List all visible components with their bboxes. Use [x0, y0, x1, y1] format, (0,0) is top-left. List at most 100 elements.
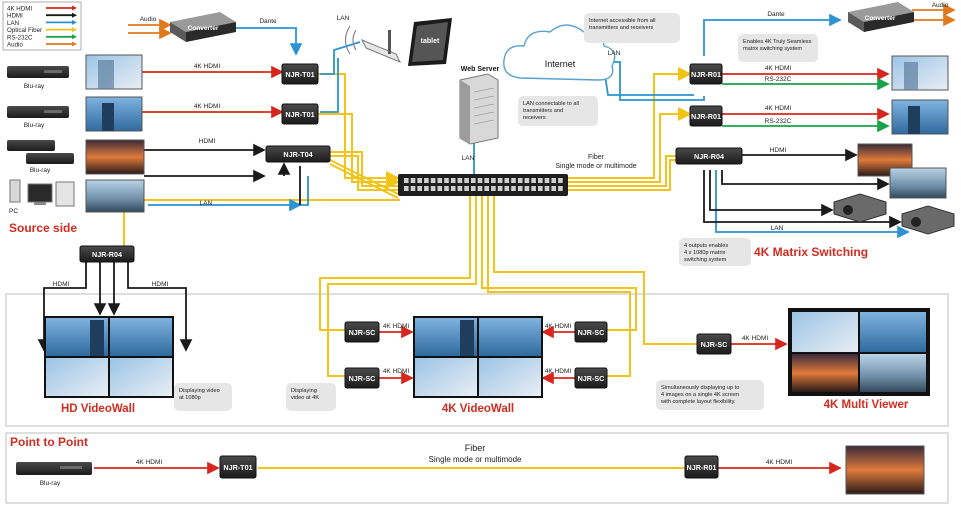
- njr-t01-b: NJR-T01: [281, 103, 319, 125]
- switch-port: [410, 178, 416, 183]
- switch-port: [524, 178, 530, 183]
- device-label: NJR-R01: [691, 112, 721, 121]
- bluray-label: Blu-ray: [40, 480, 61, 487]
- dante-label: Dante: [259, 18, 277, 25]
- converter-label: Converter: [188, 25, 219, 32]
- projector-1: [833, 193, 887, 223]
- legend-label: 4K HDMI: [7, 6, 32, 13]
- njr-r01-a: NJR-R01: [689, 63, 723, 85]
- converter-label: Converter: [865, 15, 896, 22]
- hdmi4k-label: 4K HDMI: [765, 105, 792, 112]
- hdmi4k-label: 4K HDMI: [766, 459, 793, 466]
- hdmi4k-links: [94, 65, 890, 475]
- bluray-player-2: [7, 106, 69, 118]
- p2p-bluray-player: [16, 462, 92, 475]
- pc-computer-icon: [9, 179, 75, 207]
- device-label: NJR-R04: [92, 250, 122, 259]
- njr-t01-p2p: NJR-T01: [219, 455, 257, 479]
- njr-t04: NJR-T04: [265, 145, 331, 163]
- device-label: NJR-R01: [687, 463, 717, 472]
- hd-videowall: [44, 316, 174, 398]
- point-to-point-title: Point to Point: [10, 435, 88, 449]
- source-screen-4: [85, 179, 145, 213]
- hd-videowall-title: HD VideoWall: [61, 403, 135, 415]
- hdmi-label: HDMI: [199, 138, 216, 145]
- rs232-label: RS-232C: [765, 76, 792, 83]
- device-label: NJR-T04: [283, 150, 312, 159]
- display-r01-top: [891, 55, 949, 91]
- switch-port: [538, 186, 543, 191]
- njr-sc-2: NJR-SC: [344, 367, 380, 389]
- switch-port: [444, 186, 449, 191]
- hdmi4k-label: 4K HDMI: [194, 103, 221, 110]
- njr-sc-5: NJR-SC: [696, 333, 732, 355]
- hdmi-links: [37, 143, 902, 352]
- switch-port: [491, 186, 496, 191]
- device-label: NJR-SC: [578, 374, 605, 383]
- njr-r04-left: NJR-R04: [79, 245, 135, 263]
- switch-port: [410, 186, 416, 191]
- switch-port: [484, 186, 489, 191]
- switch-port: [424, 186, 429, 191]
- switch-port: [437, 186, 443, 191]
- switch-port: [430, 178, 436, 183]
- switch-port: [464, 178, 469, 183]
- hdmi-label: HDMI: [152, 281, 169, 288]
- device-label: NJR-SC: [578, 328, 605, 337]
- fiber-label: Fiber: [588, 154, 605, 161]
- 4k-videowall-title: 4K VideoWall: [442, 403, 514, 415]
- fiber-mode-label: Single mode or multimode: [555, 163, 636, 170]
- bluray-label: Blu-ray: [24, 83, 45, 90]
- device-label: NJR-R04: [694, 152, 724, 161]
- converter-right: [848, 2, 914, 32]
- switch-port: [531, 186, 536, 191]
- switch-port: [437, 178, 443, 183]
- hdmi4k-label: 4K HDMI: [765, 65, 792, 72]
- lan-label: LAN: [608, 50, 621, 57]
- njr-sc-4: NJR-SC: [574, 367, 608, 389]
- njr-t01-a: NJR-T01: [281, 63, 319, 85]
- matrix-switching-title: 4K Matrix Switching: [754, 245, 868, 259]
- rs232-links: [722, 77, 890, 133]
- switch-port: [497, 178, 503, 183]
- fiber-switch-chassis: [398, 174, 568, 196]
- p2p-display: [845, 445, 925, 495]
- audio-label: Audio: [932, 2, 949, 9]
- njr-r04-right: NJR-R04: [675, 147, 743, 165]
- njr-r01-b: NJR-R01: [689, 105, 723, 127]
- switch-port: [484, 178, 489, 183]
- hdmi4k-label: 4K HDMI: [383, 323, 410, 330]
- switch-port: [497, 186, 503, 191]
- switch-port: [450, 178, 456, 183]
- tablet-device: [408, 18, 452, 66]
- fiber-mode-label: Single mode or multimode: [429, 455, 522, 464]
- legend-label: RS-232C: [7, 34, 33, 41]
- device-label: NJR-SC: [349, 328, 376, 337]
- switch-port: [511, 186, 516, 191]
- audio-label: Audio: [140, 16, 157, 23]
- switch-port: [504, 178, 510, 183]
- switch-port: [551, 178, 556, 183]
- switch-port: [444, 178, 449, 183]
- switch-port: [450, 186, 456, 191]
- switch-port: [504, 186, 510, 191]
- hdmi4k-label: 4K HDMI: [545, 323, 572, 330]
- device-label: NJR-SC: [701, 340, 728, 349]
- source-screen-3: [85, 139, 145, 175]
- switch-port: [457, 178, 463, 183]
- 4k-multi-viewer-display: [788, 308, 930, 396]
- switch-port: [524, 186, 530, 191]
- switch-port: [544, 186, 550, 191]
- bluray-label: Blu-ray: [30, 167, 51, 174]
- lan-label: LAN: [337, 15, 350, 22]
- 4k-videowall: [413, 316, 543, 398]
